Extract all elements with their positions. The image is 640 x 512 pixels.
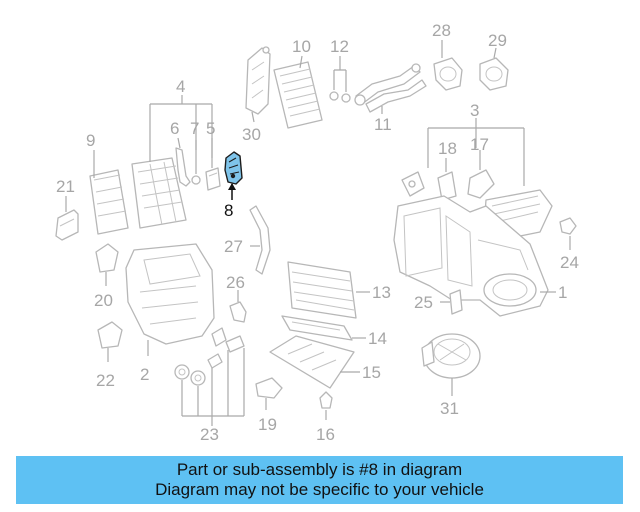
part-16-clip[interactable] xyxy=(319,391,333,409)
callout-6: 6 xyxy=(170,119,179,138)
callout-29: 29 xyxy=(488,31,507,50)
callout-21: 21 xyxy=(56,177,75,196)
part-17-flap[interactable] xyxy=(467,169,495,199)
callout-17: 17 xyxy=(470,135,489,154)
leader-4 xyxy=(149,95,213,162)
callout-20: 20 xyxy=(94,291,113,310)
leader-23 xyxy=(181,348,245,426)
callout-25: 25 xyxy=(414,293,433,312)
part-22-bracket[interactable] xyxy=(97,321,123,349)
part-30-bracket[interactable] xyxy=(245,46,271,115)
part-1-housing[interactable] xyxy=(393,195,549,317)
part-4-evaporator[interactable] xyxy=(131,157,187,229)
leader-10 xyxy=(299,55,303,69)
part-12-seals[interactable] xyxy=(329,91,351,103)
part-13-filter[interactable] xyxy=(287,261,357,319)
callout-8: 8 xyxy=(224,201,233,220)
part-29-gasket[interactable] xyxy=(479,57,509,91)
callout-1: 1 xyxy=(558,283,567,302)
part-14-frame[interactable] xyxy=(281,315,353,341)
callout-3: 3 xyxy=(470,101,479,120)
callout-22: 22 xyxy=(96,371,115,390)
callout-12: 12 xyxy=(330,37,349,56)
callout-15: 15 xyxy=(362,363,381,382)
callout-27: 27 xyxy=(224,237,243,256)
banner-line-2: Diagram may not be specific to your vehi… xyxy=(155,480,484,499)
part-27-hose[interactable] xyxy=(249,205,271,275)
part-31-blower-motor[interactable] xyxy=(421,333,481,379)
part-19-bracket[interactable] xyxy=(255,377,283,399)
callout-5: 5 xyxy=(206,119,215,138)
callout-18: 18 xyxy=(438,139,457,158)
part-11-pipes[interactable] xyxy=(354,63,427,113)
part-9-filter[interactable] xyxy=(89,169,129,235)
callout-23: 23 xyxy=(200,425,219,444)
leader-29 xyxy=(493,47,497,59)
callout-10: 10 xyxy=(292,37,311,56)
callout-13: 13 xyxy=(372,283,391,302)
part-26-bolt[interactable] xyxy=(229,301,247,323)
part-20-bracket[interactable] xyxy=(95,243,119,273)
part-3-actuator[interactable] xyxy=(401,171,425,197)
leader-12 xyxy=(333,56,347,92)
part-2-housing[interactable] xyxy=(125,243,215,345)
part-7-clip[interactable] xyxy=(191,175,201,185)
part-10-heater-core[interactable] xyxy=(273,61,323,129)
part-15-cover[interactable] xyxy=(269,335,355,389)
part-5-resistor[interactable] xyxy=(205,167,221,191)
info-banner: Part or sub-assembly is #8 in diagram Di… xyxy=(16,456,623,504)
callout-31: 31 xyxy=(440,399,459,418)
callout-26: 26 xyxy=(226,273,245,292)
leader-6 xyxy=(177,137,181,149)
part-25-bolt[interactable] xyxy=(449,289,463,315)
callout-7: 7 xyxy=(190,119,199,138)
callout-4: 4 xyxy=(176,77,185,96)
part-23-grommets[interactable] xyxy=(174,327,245,386)
callout-11: 11 xyxy=(374,115,392,134)
callout-19: 19 xyxy=(258,415,277,434)
leader-3 xyxy=(427,118,525,186)
part-28-gasket[interactable] xyxy=(433,57,463,91)
callout-14: 14 xyxy=(368,329,387,348)
part-24-screw[interactable] xyxy=(559,217,577,235)
callout-24: 24 xyxy=(560,253,579,272)
callout-28: 28 xyxy=(432,21,451,40)
leader-30 xyxy=(251,111,255,123)
callout-9: 9 xyxy=(86,131,95,150)
part-21-bracket[interactable] xyxy=(55,209,79,241)
part-6-sensor[interactable] xyxy=(175,147,191,187)
part-8-highlighted[interactable] xyxy=(224,151,243,185)
leader-8-arrowhead xyxy=(228,183,236,190)
callout-16: 16 xyxy=(316,425,335,444)
callout-30: 30 xyxy=(242,125,261,144)
callout-2: 2 xyxy=(140,365,149,384)
banner-line-1: Part or sub-assembly is #8 in diagram xyxy=(176,460,463,479)
parts-diagram: 21 9 4 6 7 5 8 30 xyxy=(55,21,579,444)
part-18-flap[interactable] xyxy=(437,171,457,201)
